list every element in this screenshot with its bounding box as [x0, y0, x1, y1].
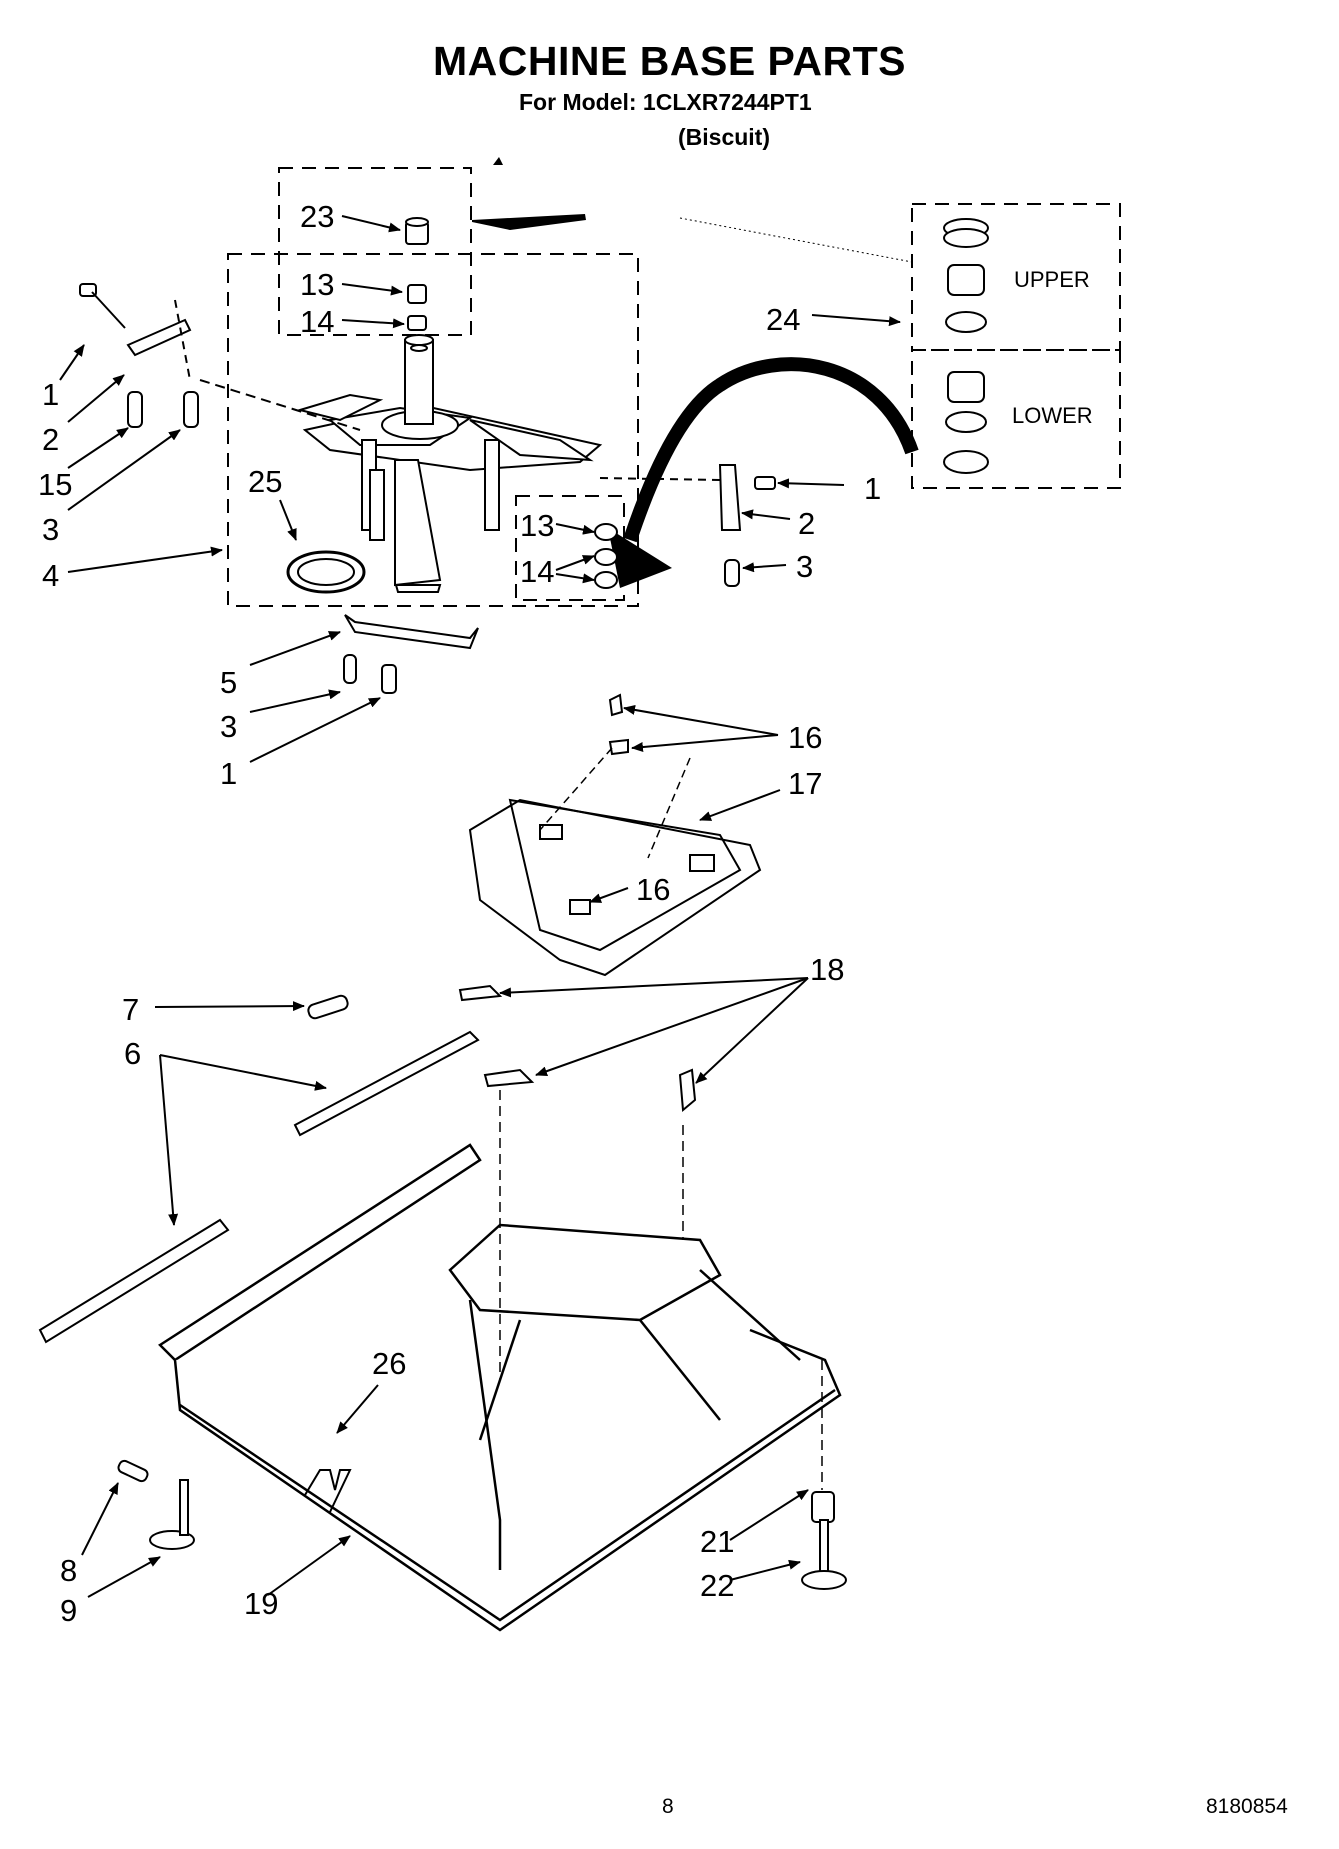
- top-bushing-box: [278, 167, 472, 336]
- callout-8: 8: [60, 1553, 77, 1588]
- suspension-frame-17: [468, 798, 762, 977]
- lower-bracket-group: [343, 614, 479, 694]
- callout-21: 21: [700, 1524, 734, 1559]
- callout-24: 24: [766, 302, 800, 337]
- callout-14-top: 14: [300, 304, 334, 339]
- callout-9: 9: [60, 1593, 77, 1628]
- upper-bearing-box: [911, 203, 1121, 351]
- strap-6a: [293, 1030, 480, 1137]
- leg-bolt-22: [819, 1519, 829, 1576]
- clip-18b: [483, 1068, 535, 1088]
- bushing-14a-lower: [594, 548, 618, 566]
- lower-bearing-box: [911, 349, 1121, 489]
- callout-16-mid: 16: [636, 872, 670, 907]
- hook-26: [304, 1469, 352, 1513]
- callout-13-top: 13: [300, 267, 334, 302]
- callout-1-right: 1: [864, 471, 881, 506]
- lower-bushing-box: [515, 495, 625, 601]
- callout-3-right: 3: [796, 549, 813, 584]
- bushing-14-top: [407, 315, 427, 331]
- spring-7: [307, 994, 349, 1020]
- callout-18: 18: [810, 952, 844, 987]
- callout-3-lower: 3: [220, 709, 237, 744]
- insert-arrow-top: [472, 214, 586, 230]
- gearcase-box: [227, 253, 639, 607]
- callout-17: 17: [788, 766, 822, 801]
- base-frame-19: [158, 1143, 842, 1632]
- callout-22: 22: [700, 1568, 734, 1603]
- strap-6b: [38, 1218, 230, 1344]
- curved-arrow: [623, 357, 919, 543]
- leg-bolt-left: [179, 1479, 189, 1536]
- seal-25: [286, 550, 366, 594]
- callout-5: 5: [220, 665, 237, 700]
- bushing-21: [811, 1491, 835, 1523]
- callout-2-right: 2: [798, 506, 815, 541]
- left-bracket-group: [79, 283, 361, 431]
- color-line: (Biscuit): [678, 124, 770, 150]
- callout-1-lower: 1: [220, 756, 237, 791]
- callout-19: 19: [244, 1586, 278, 1621]
- callout-4: 4: [42, 558, 59, 593]
- leg-cap-8: [117, 1459, 149, 1483]
- clip-16b: [608, 738, 629, 756]
- callout-7: 7: [122, 992, 139, 1027]
- callout-26: 26: [372, 1346, 406, 1381]
- callout-25: 25: [248, 464, 282, 499]
- clip-16a: [608, 693, 624, 717]
- callout-16-top: 16: [788, 720, 822, 755]
- callout-1-left: 1: [42, 377, 59, 412]
- callout-15: 15: [38, 467, 72, 502]
- lower-bearing-label: LOWER: [1012, 403, 1093, 428]
- callout-14-lower: 14: [520, 554, 554, 589]
- bushing-13-lower: [594, 523, 618, 541]
- bushing-13-top: [407, 284, 427, 304]
- upper-bearing-label: UPPER: [1014, 267, 1090, 292]
- bushing-14b-lower: [594, 571, 618, 589]
- page-number: 8: [662, 1795, 674, 1818]
- clip-18c: [678, 1068, 697, 1112]
- right-bracket-group: [599, 464, 776, 587]
- model-line: For Model: 1CLXR7244PT1: [519, 89, 812, 115]
- callout-23: 23: [300, 199, 334, 234]
- document-number: 8180854: [1206, 1795, 1288, 1818]
- callout-3-left: 3: [42, 512, 59, 547]
- clip-18a: [458, 984, 503, 1002]
- gearcase-assembly: [296, 334, 603, 593]
- callout-6: 6: [124, 1036, 141, 1071]
- callout-2-left: 2: [42, 422, 59, 457]
- bearing-kit: [943, 218, 989, 474]
- page-title: MACHINE BASE PARTS: [433, 38, 906, 84]
- callout-13-lower: 13: [520, 508, 554, 543]
